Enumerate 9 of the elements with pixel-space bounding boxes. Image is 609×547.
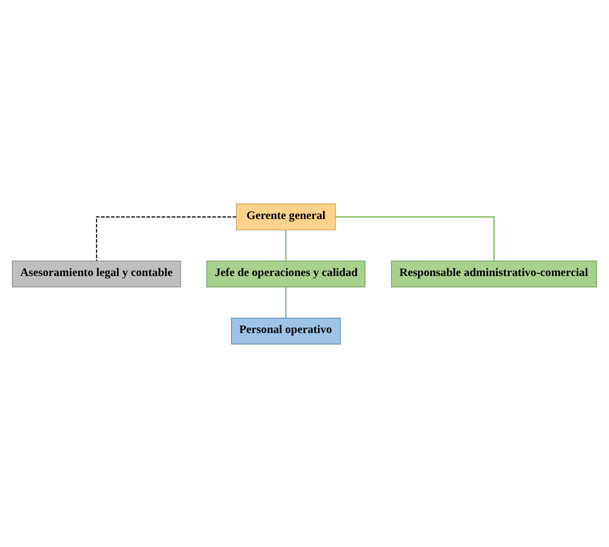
node-box: Gerente general <box>236 203 336 230</box>
connector <box>335 216 495 260</box>
connector <box>285 230 286 260</box>
connector <box>285 286 286 318</box>
node-box: Personal operativo <box>230 317 341 344</box>
connector <box>96 216 236 260</box>
node-box: Jefe de operaciones y calidad <box>206 260 366 287</box>
node-box: Responsable administrativo-comercial <box>391 260 598 287</box>
node-box: Asesoramiento legal y contable <box>12 260 182 287</box>
